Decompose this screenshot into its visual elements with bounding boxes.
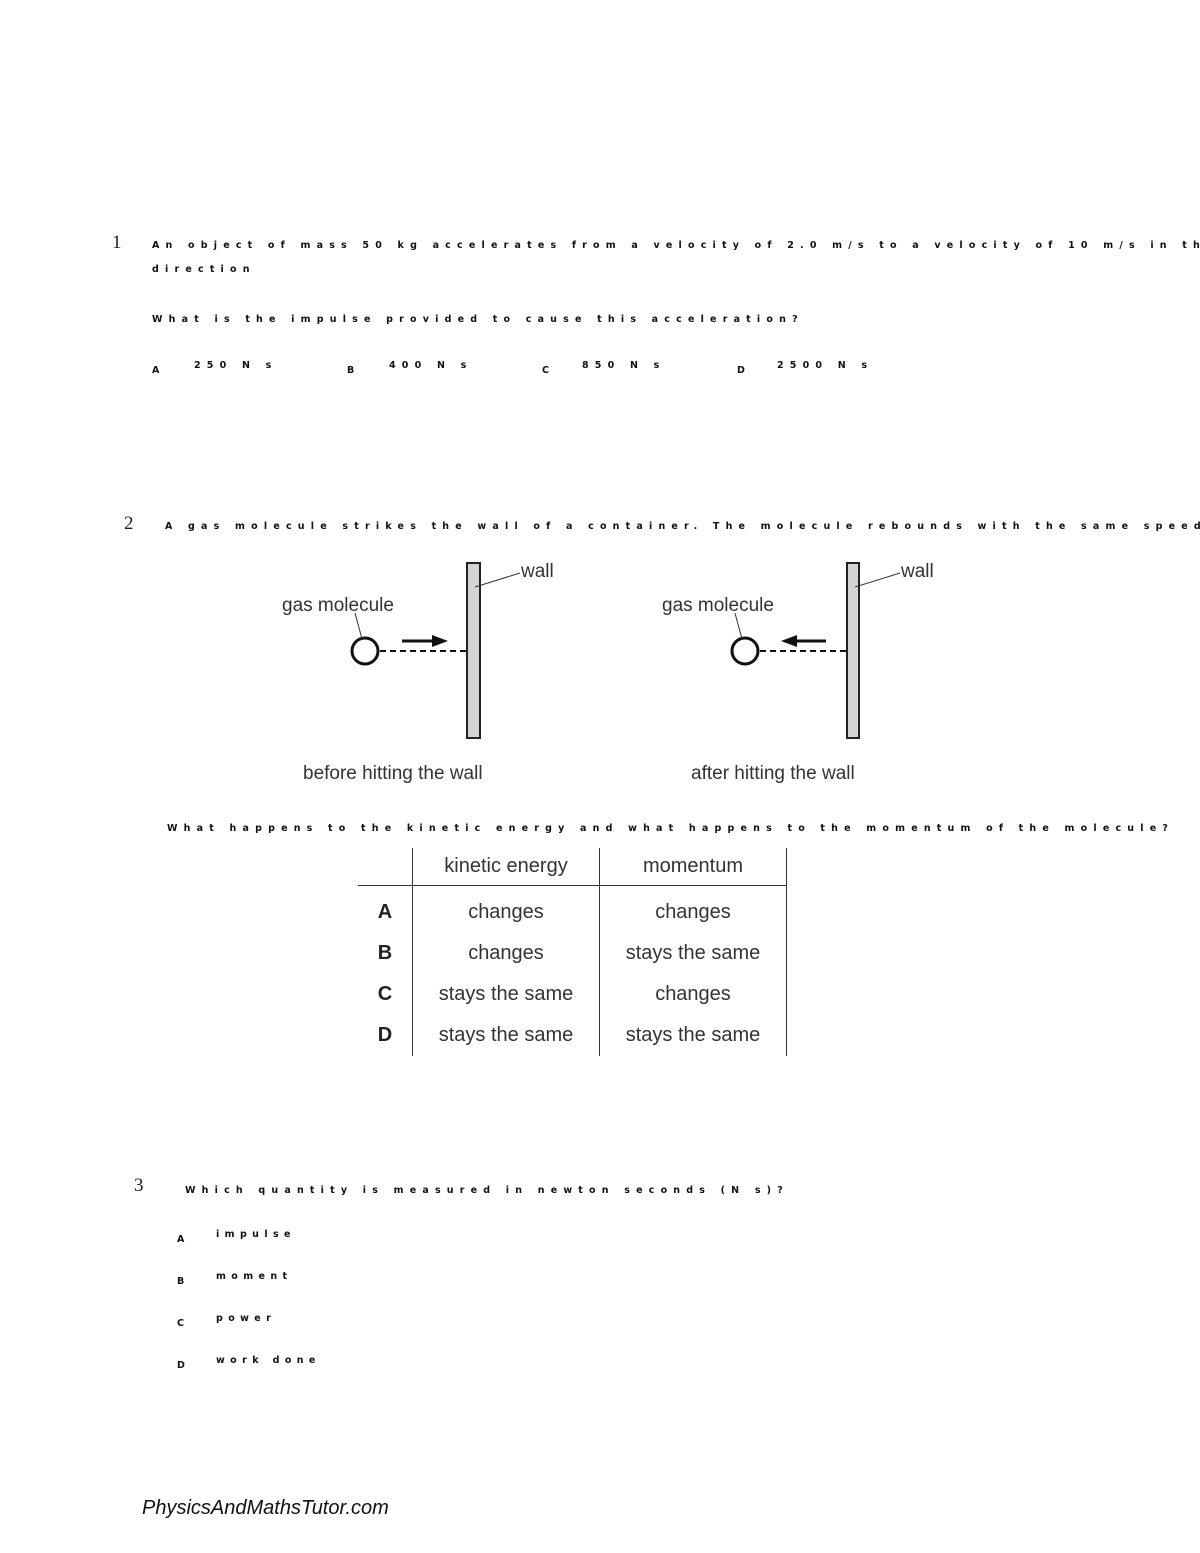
- diagram-after-graphic: [730, 562, 901, 739]
- wall-label: wall: [901, 561, 934, 582]
- row-kinetic-energy: stays the same: [412, 1015, 600, 1056]
- question-number: 2: [124, 513, 134, 534]
- footer-watermark: PhysicsAndMathsTutor.com: [142, 1497, 389, 1519]
- row-letter: A: [358, 885, 413, 933]
- option-text: impulse: [216, 1229, 296, 1240]
- question-number: 3: [134, 1175, 144, 1196]
- option-c[interactable]: C 850 N s: [542, 360, 659, 378]
- row-momentum: stays the same: [599, 933, 787, 974]
- option-text: 2500 N s: [777, 360, 874, 371]
- table-row[interactable]: A changes changes: [358, 885, 787, 933]
- molecule-leader-line: [734, 612, 743, 640]
- row-kinetic-energy: changes: [412, 933, 600, 974]
- option-d[interactable]: D 2500 N s: [737, 360, 867, 378]
- question-prompt: What is the impulse provided to cause th…: [152, 314, 804, 325]
- option-letter: D: [177, 1360, 185, 1371]
- gas-molecule-label: gas molecule: [662, 595, 774, 616]
- table-header-momentum: momentum: [599, 848, 787, 886]
- wall-icon: [466, 562, 481, 739]
- table-row[interactable]: B changes stays the same: [358, 933, 787, 974]
- option-c[interactable]: C power: [177, 1313, 271, 1331]
- row-momentum: stays the same: [599, 1015, 787, 1056]
- option-d[interactable]: D work done: [177, 1355, 315, 1373]
- option-text: work done: [216, 1355, 321, 1366]
- option-a[interactable]: A 250 N s: [152, 360, 271, 378]
- question-prompt: What happens to the kinetic energy and w…: [167, 823, 1175, 834]
- option-letter: D: [737, 365, 745, 376]
- table-header-row: kinetic energy momentum: [358, 848, 787, 886]
- option-b[interactable]: B 400 N s: [347, 360, 466, 378]
- option-letter: A: [177, 1234, 185, 1245]
- row-momentum: changes: [599, 974, 787, 1015]
- row-letter: D: [358, 1015, 413, 1056]
- wall-leader-line: [474, 572, 521, 588]
- option-text: power: [216, 1313, 277, 1324]
- option-text: 250 N s: [194, 360, 278, 371]
- row-letter: C: [358, 974, 413, 1015]
- option-letter: B: [347, 365, 355, 376]
- option-text: 400 N s: [389, 360, 473, 371]
- option-a[interactable]: A impulse: [177, 1229, 290, 1247]
- wall-icon: [846, 562, 860, 739]
- diagram-before-graphic: [350, 562, 521, 739]
- option-letter: A: [152, 365, 160, 376]
- question-stem: A gas molecule strikes the wall of a con…: [165, 521, 1200, 532]
- gas-molecule-icon: [350, 636, 380, 666]
- row-momentum: changes: [599, 885, 787, 933]
- option-b[interactable]: B moment: [177, 1271, 287, 1289]
- option-letter: C: [177, 1318, 184, 1329]
- molecule-leader-line: [354, 612, 363, 640]
- gas-molecule-label: gas molecule: [282, 595, 394, 616]
- option-text: moment: [216, 1271, 293, 1282]
- question-prompt: Which quantity is measured in newton sec…: [185, 1185, 789, 1196]
- caption-before: before hitting the wall: [303, 763, 483, 784]
- wall-leader-line: [854, 572, 901, 588]
- question-stem-line1: An object of mass 50 kg accelerates from…: [152, 240, 1200, 251]
- table-row[interactable]: D stays the same stays the same: [358, 1015, 787, 1056]
- row-kinetic-energy: changes: [412, 885, 600, 933]
- caption-after: after hitting the wall: [691, 763, 855, 784]
- row-kinetic-energy: stays the same: [412, 974, 600, 1015]
- option-text: 850 N s: [582, 360, 666, 371]
- option-letter: C: [542, 365, 549, 376]
- table-header-kinetic-energy: kinetic energy: [412, 848, 600, 886]
- option-letter: B: [177, 1276, 185, 1287]
- question-stem-line2: direction: [152, 264, 256, 275]
- answer-table: kinetic energy momentum A changes change…: [358, 848, 787, 1056]
- table-row[interactable]: C stays the same changes: [358, 974, 787, 1015]
- wall-label: wall: [521, 561, 554, 582]
- row-letter: B: [358, 933, 413, 974]
- gas-molecule-icon: [730, 636, 760, 666]
- table-header-blank: [358, 848, 413, 886]
- question-number: 1: [112, 232, 122, 253]
